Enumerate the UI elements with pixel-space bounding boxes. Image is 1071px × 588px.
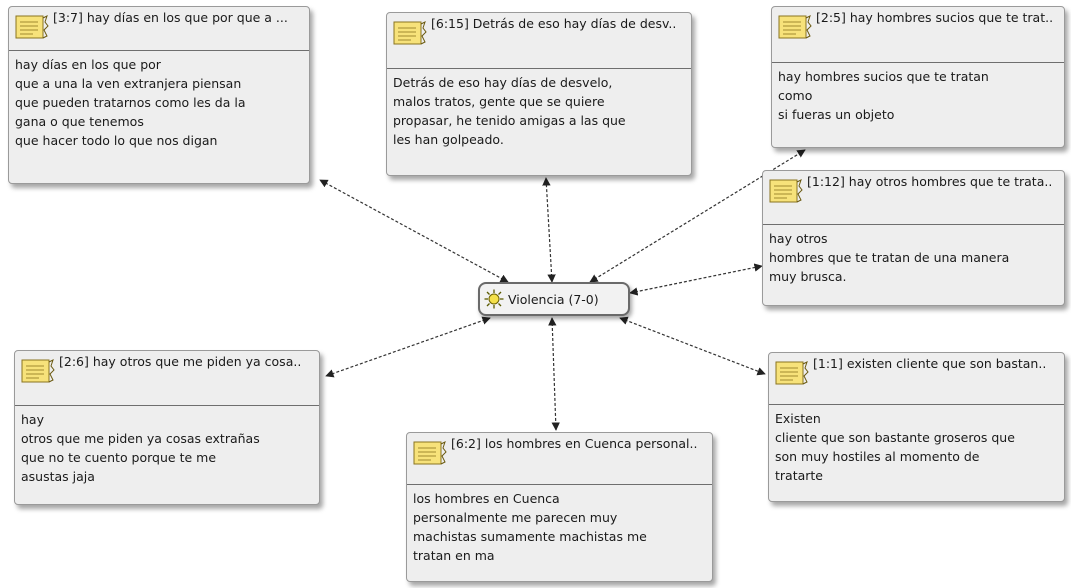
quote-title: [2:5] hay hombres sucios que te trat.. xyxy=(816,10,1054,25)
quote-header: [6:15] Detrás de eso hay días de desv.. xyxy=(387,13,691,69)
code-node-violencia[interactable]: Violencia (7-0) xyxy=(478,282,630,316)
quote-text: Detrás de eso hay días de desvelo, malos… xyxy=(393,75,626,147)
quote-node-6-2[interactable]: [6:2] los hombres en Cuenca personal.. l… xyxy=(406,432,713,582)
link-q-3-7 xyxy=(319,179,509,283)
link-q-1-1 xyxy=(619,316,766,376)
link-q-6-2 xyxy=(548,317,560,431)
quote-text: Existen cliente que son bastante grosero… xyxy=(775,411,1015,483)
document-icon xyxy=(15,15,49,39)
quote-header: [1:1] existen cliente que son bastan.. xyxy=(769,353,1064,405)
document-icon xyxy=(413,441,447,465)
document-icon xyxy=(769,179,803,203)
quote-text: hay días en los que por que a una la ven… xyxy=(15,57,246,148)
document-icon xyxy=(775,361,809,385)
quote-title: [6:15] Detrás de eso hay días de desv.. xyxy=(431,16,677,31)
quote-title: [2:6] hay otros que me piden ya cosa.. xyxy=(59,354,302,369)
quote-text: los hombres en Cuenca personalmente me p… xyxy=(413,491,647,563)
quote-text: hay otros hombres que te tratan de una m… xyxy=(769,231,1010,284)
quote-header: [1:12] hay otros hombres que te trata.. xyxy=(763,171,1064,225)
quote-title: [1:12] hay otros hombres que te trata.. xyxy=(807,174,1053,189)
sun-icon xyxy=(484,289,504,309)
quote-title: [3:7] hay días en los que por que a ... xyxy=(53,10,288,25)
quote-node-2-6[interactable]: [2:6] hay otros que me piden ya cosa.. h… xyxy=(14,350,320,505)
quote-node-1-1[interactable]: [1:1] existen cliente que son bastan.. E… xyxy=(768,352,1065,502)
quote-node-6-15[interactable]: [6:15] Detrás de eso hay días de desv.. … xyxy=(386,12,692,176)
quote-node-1-12[interactable]: [1:12] hay otros hombres que te trata.. … xyxy=(762,170,1065,306)
document-icon xyxy=(393,21,427,45)
quote-header: [3:7] hay días en los que por que a ... xyxy=(9,7,309,51)
quote-text: hay otros que me piden ya cosas extrañas… xyxy=(21,412,260,484)
document-icon xyxy=(778,15,812,39)
quote-node-3-7[interactable]: [3:7] hay días en los que por que a ... … xyxy=(8,6,310,184)
document-icon xyxy=(21,359,55,383)
quote-header: [6:2] los hombres en Cuenca personal.. xyxy=(407,433,712,485)
quote-title: [1:1] existen cliente que son bastan.. xyxy=(813,356,1047,371)
link-q-1-12 xyxy=(629,263,763,296)
quote-title: [6:2] los hombres en Cuenca personal.. xyxy=(451,436,698,451)
quote-header: [2:6] hay otros que me piden ya cosa.. xyxy=(15,351,319,406)
link-q-6-15 xyxy=(542,177,556,283)
quote-text: hay hombres sucios que te tratan como si… xyxy=(778,69,989,122)
code-label: Violencia (7-0) xyxy=(508,291,599,307)
quote-header: [2:5] hay hombres sucios que te trat.. xyxy=(772,7,1064,63)
link-q-2-6 xyxy=(325,316,491,378)
quote-node-2-5[interactable]: [2:5] hay hombres sucios que te trat.. h… xyxy=(771,6,1065,148)
